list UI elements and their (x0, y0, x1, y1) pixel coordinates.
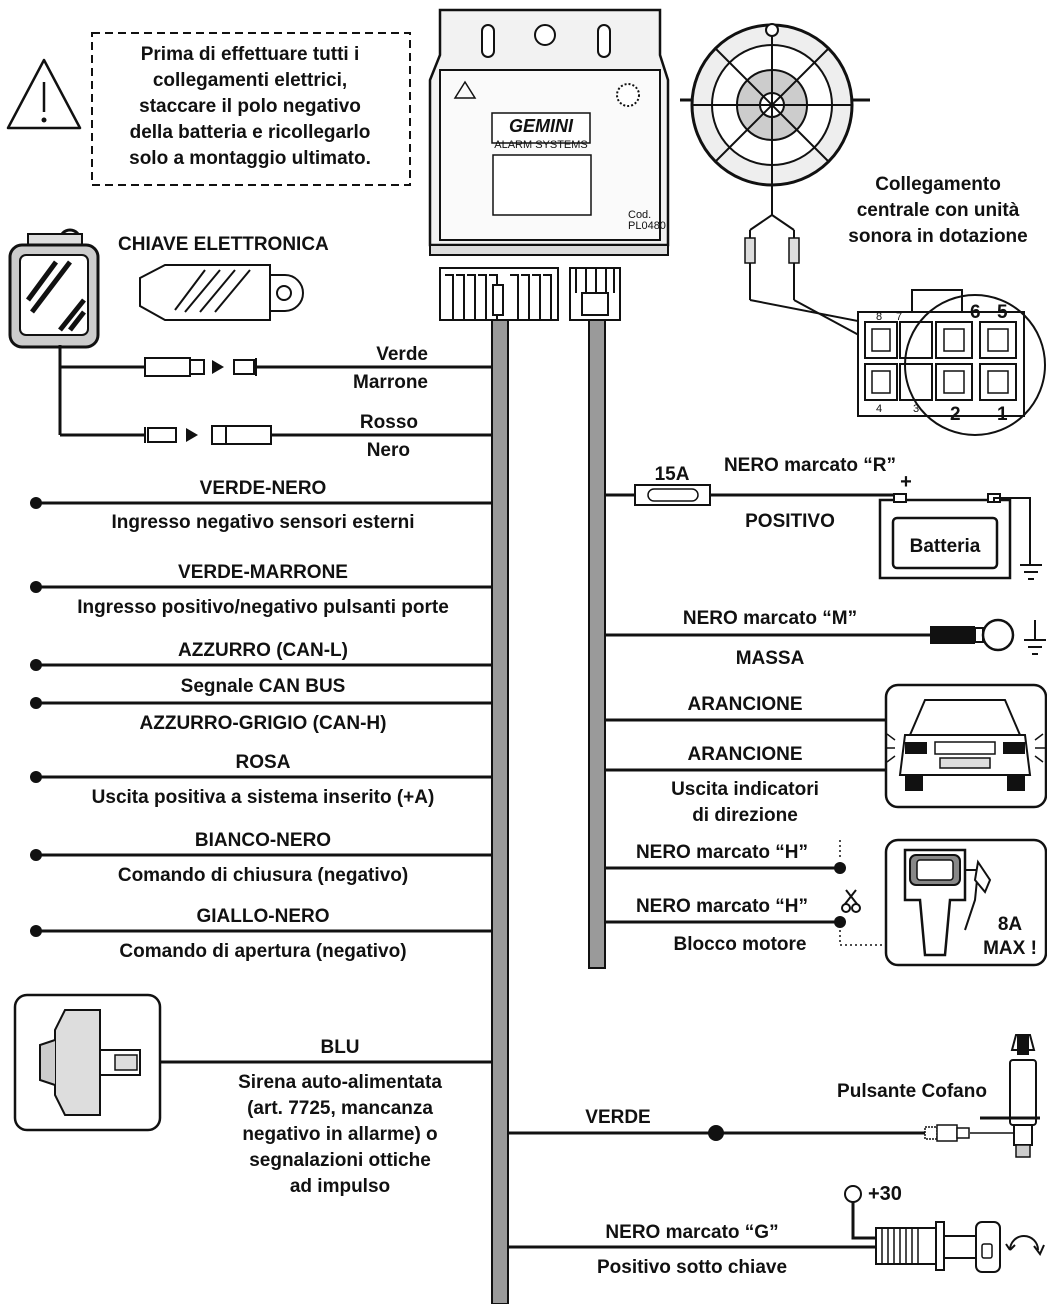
svg-text:Blocco motore: Blocco motore (673, 934, 806, 955)
svg-text:BIANCO-NERO: BIANCO-NERO (195, 830, 331, 851)
svg-text:Prima di effettuare tutti i: Prima di effettuare tutti i (141, 44, 360, 65)
car-front-icon (884, 683, 1047, 809)
main-harness (491, 319, 509, 1304)
fuel-pump-icon (884, 838, 1047, 967)
svg-text:negativo in allarme) o: negativo in allarme) o (242, 1124, 437, 1145)
svg-text:Collegamento: Collegamento (875, 174, 1001, 195)
power-harness (588, 319, 606, 969)
svg-text:VERDE-NERO: VERDE-NERO (200, 478, 327, 499)
svg-text:Comando di apertura (negativo): Comando di apertura (negativo) (119, 941, 406, 962)
svg-text:8: 8 (876, 311, 882, 323)
svg-text:Batteria: Batteria (910, 536, 981, 557)
svg-text:5: 5 (997, 302, 1008, 323)
svg-text:Cod.: Cod. (628, 209, 651, 221)
siren-device-icon (13, 993, 162, 1132)
scissors-icon (841, 889, 861, 913)
siren-unit-label: Collegamento centrale con unità sonora i… (848, 174, 1027, 247)
svg-text:Sirena auto-alimentata: Sirena auto-alimentata (238, 1072, 442, 1093)
svg-text:Uscita positiva a sistema inse: Uscita positiva a sistema inserito (+A) (92, 787, 435, 808)
warning-triangle-icon (6, 58, 82, 130)
key-fob-icon (139, 264, 304, 321)
svg-text:di direzione: di direzione (692, 805, 798, 826)
svg-text:15A: 15A (655, 464, 690, 485)
svg-text:ARANCIONE: ARANCIONE (687, 744, 802, 765)
svg-text:4: 4 (876, 403, 882, 415)
seal-icon (616, 83, 640, 107)
ground-icon-battery (1020, 564, 1042, 580)
svg-text:AZZURRO-GRIGIO (CAN-H): AZZURRO-GRIGIO (CAN-H) (140, 713, 387, 734)
siren-speaker-icon (680, 23, 946, 381)
brand-logo: GEMINI (509, 116, 574, 136)
ground-icon-massa (1024, 620, 1046, 655)
svg-text:3: 3 (913, 403, 919, 415)
svg-text:8A: 8A (998, 914, 1023, 935)
svg-text:ROSA: ROSA (236, 752, 291, 773)
svg-text:Positivo sotto chiave: Positivo sotto chiave (597, 1257, 787, 1278)
svg-text:Uscita indicatori: Uscita indicatori (671, 779, 819, 800)
svg-text:segnalazioni ottiche: segnalazioni ottiche (249, 1150, 431, 1171)
svg-text:ARANCIONE: ARANCIONE (687, 694, 802, 715)
svg-text:+30: +30 (868, 1183, 902, 1205)
svg-text:Segnale CAN BUS: Segnale CAN BUS (181, 676, 346, 697)
electronic-key-icon (8, 228, 100, 349)
svg-text:MAX !: MAX ! (983, 938, 1037, 959)
svg-text:Ingresso negativo sensori este: Ingresso negativo sensori esterni (111, 512, 414, 533)
warning-box (91, 32, 411, 186)
svg-text:Marrone: Marrone (353, 372, 428, 393)
left-wire-dots (30, 497, 42, 937)
battery-icon (878, 493, 1031, 580)
svg-text:AZZURRO (CAN-L): AZZURRO (CAN-L) (178, 640, 348, 661)
svg-text:Rosso: Rosso (360, 412, 418, 433)
svg-text:sonora in dotazione: sonora in dotazione (848, 226, 1027, 247)
svg-text:staccare il polo negativo: staccare il polo negativo (139, 96, 361, 117)
svg-text:GIALLO-NERO: GIALLO-NERO (197, 906, 330, 927)
svg-text:collegamenti elettrici,: collegamenti elettrici, (153, 70, 347, 91)
svg-text:NERO marcato “H”: NERO marcato “H” (636, 842, 808, 863)
svg-text:7: 7 (896, 311, 902, 323)
svg-text:NERO marcato “R”: NERO marcato “R” (724, 455, 896, 476)
left-wire-lines (36, 501, 493, 1064)
svg-text:NERO marcato “M”: NERO marcato “M” (683, 608, 857, 629)
key-title: CHIAVE ELETTRONICA (118, 234, 329, 255)
ignition-switch-icon (875, 1221, 1045, 1273)
svg-text:2: 2 (950, 404, 961, 425)
key-connector-2 (144, 425, 493, 445)
left-wire-labels: VERDE-NERO Ingresso negativo sensori est… (77, 478, 449, 1197)
svg-text:della batteria e ricollegarlo: della batteria e ricollegarlo (130, 122, 371, 143)
main-connector (439, 267, 559, 321)
recycle-icon (453, 80, 477, 99)
svg-text:NERO marcato “H”: NERO marcato “H” (636, 896, 808, 917)
svg-text:PL0480: PL0480 (628, 220, 666, 232)
warning-text: Prima di effettuare tutti i collegamenti… (129, 44, 371, 169)
svg-text:(art. 7725, mancanza: (art. 7725, mancanza (247, 1098, 433, 1119)
fuse-15a (634, 484, 711, 506)
svg-text:solo a montaggio ultimato.: solo a montaggio ultimato. (129, 148, 371, 169)
key-connector-1 (144, 357, 493, 377)
svg-text:NERO marcato “G”: NERO marcato “G” (605, 1222, 778, 1243)
svg-text:Nero: Nero (367, 440, 410, 461)
svg-text:+: + (900, 471, 912, 493)
ring-terminal-icon (930, 618, 1015, 652)
svg-text:VERDE-MARRONE: VERDE-MARRONE (178, 562, 348, 583)
svg-text:Comando di chiusura (negativo): Comando di chiusura (negativo) (118, 865, 408, 886)
power-connector (569, 267, 621, 321)
svg-text:ad impulso: ad impulso (290, 1176, 390, 1197)
svg-text:Pulsante Cofano: Pulsante Cofano (837, 1081, 987, 1102)
svg-text:Verde: Verde (376, 344, 428, 365)
siren-socket: 8 7 6 5 4 3 2 1 (857, 289, 1046, 436)
svg-text:1: 1 (997, 404, 1008, 425)
svg-text:VERDE: VERDE (585, 1107, 650, 1128)
control-unit: GEMINI ALARM SYSTEMS Cod. PL0480 (428, 8, 670, 256)
svg-text:6: 6 (970, 302, 981, 323)
svg-text:POSITIVO: POSITIVO (745, 511, 835, 532)
svg-text:ALARM SYSTEMS: ALARM SYSTEMS (494, 139, 588, 151)
svg-text:centrale con unità: centrale con unità (857, 200, 1020, 221)
svg-text:BLU: BLU (320, 1037, 359, 1058)
svg-text:MASSA: MASSA (736, 648, 805, 669)
hood-switch-icon (924, 1034, 1040, 1158)
svg-text:Ingresso positivo/negativo pul: Ingresso positivo/negativo pulsanti port… (77, 597, 449, 618)
